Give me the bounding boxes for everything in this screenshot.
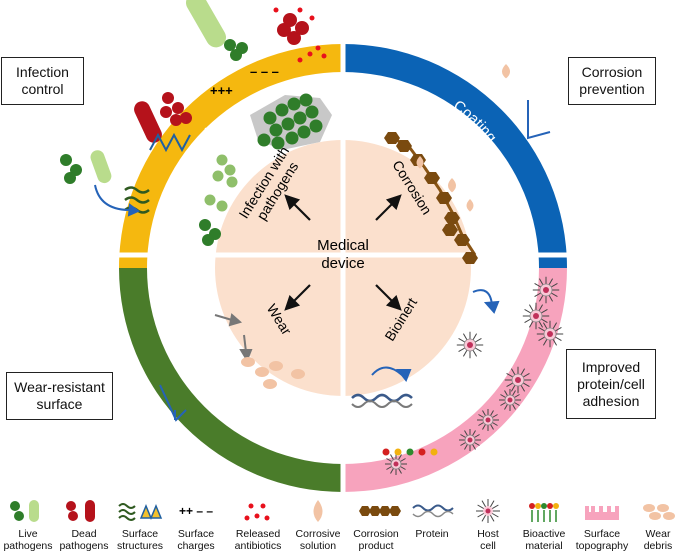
- host-cell-icon: [458, 494, 518, 528]
- wear-arrows: [214, 313, 253, 363]
- bioactive-material-icon: [514, 494, 574, 528]
- infection-decor: +++ – – –: [90, 0, 327, 214]
- corrosion-product-icon: [346, 494, 406, 528]
- wear-debris-icon: [628, 494, 685, 528]
- host-cell-icons: [385, 276, 564, 475]
- legend-label: Surface charges: [177, 528, 215, 552]
- surface-charges-icon: ++ – –: [166, 494, 226, 528]
- released-antibiotics-icon: [228, 494, 288, 528]
- legend-label: Live pathogens: [3, 528, 53, 552]
- legend-item: Surface structures: [110, 494, 170, 552]
- wear-debris-icon: [241, 357, 305, 389]
- legend-item: Surface topography: [572, 494, 632, 552]
- corrosion-prevention-box: Corrosion prevention: [568, 57, 656, 105]
- coating-ring-infection: [119, 44, 343, 268]
- device-arrows: [284, 194, 402, 311]
- corrosive-solution-icon: [288, 494, 348, 528]
- legend-item: Host cell: [458, 494, 518, 552]
- legend-item: Bioactive material: [514, 494, 574, 552]
- legend-label: Bioactive material: [522, 528, 566, 552]
- legend-item: Wear debris: [628, 494, 685, 552]
- coating-ring-corrosion: [343, 44, 567, 268]
- improved-adhesion-box: Improved protein/cell adhesion: [566, 349, 656, 419]
- legend-item: ++ – – Surface charges: [166, 494, 226, 552]
- legend-label: Corrosion product: [353, 528, 399, 552]
- process-arrows: [94, 100, 551, 422]
- legend-label: Surface topography: [575, 528, 629, 552]
- legend-label: Wear debris: [643, 528, 673, 552]
- coating-ring-wear: [119, 268, 343, 492]
- svg-text:++ – –: ++ – –: [179, 504, 213, 518]
- live-pathogens-icon: [0, 494, 58, 528]
- legend-label: Dead pathogens: [59, 528, 109, 552]
- legend-item: Protein: [402, 494, 462, 540]
- corrosive-solution-drops: [416, 64, 510, 212]
- legend-label: Corrosive solution: [295, 528, 341, 552]
- legend-item: Live pathogens: [0, 494, 58, 552]
- legend-item: Corrosion product: [346, 494, 406, 552]
- legend-item: Corrosive solution: [288, 494, 348, 552]
- svg-text:+++: +++: [210, 83, 233, 98]
- surface-structures-icon: [110, 494, 170, 528]
- legend-label: Host cell: [477, 528, 499, 552]
- protein-icon: [351, 393, 438, 456]
- protein-icon: [402, 494, 462, 528]
- infection-control-box: Infection control: [1, 57, 84, 105]
- legend-label: Released antibiotics: [234, 528, 282, 552]
- dead-pathogens-icon: [54, 494, 114, 528]
- legend-item: Dead pathogens: [54, 494, 114, 552]
- wear-resistant-box: Wear-resistant surface: [6, 372, 113, 420]
- pathogen-cluster-icon: [60, 93, 323, 246]
- legend-item: Released antibiotics: [228, 494, 288, 552]
- legend-label: Surface structures: [116, 528, 164, 552]
- surface-topography-icon: [572, 494, 632, 528]
- svg-text:– – –: – – –: [250, 64, 279, 79]
- legend-label: Protein: [415, 528, 449, 540]
